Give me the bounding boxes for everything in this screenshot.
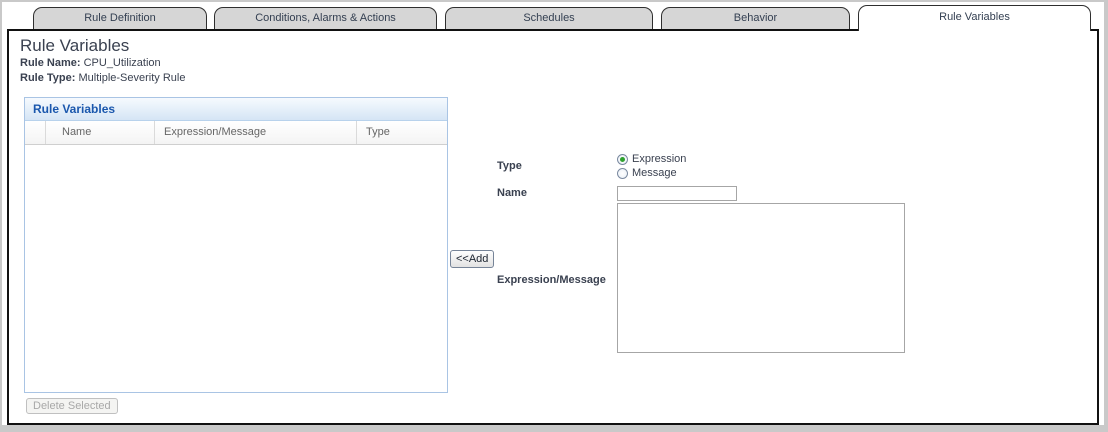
add-button[interactable]: <<Add	[450, 250, 495, 268]
expression-message-textarea[interactable]	[617, 203, 905, 353]
radio-option-message[interactable]: Message	[617, 166, 686, 180]
radio-expression-label: Expression	[632, 153, 687, 165]
rule-type-value: Multiple-Severity Rule	[78, 72, 186, 84]
name-input[interactable]	[617, 186, 737, 201]
column-header-name[interactable]: Name	[46, 121, 155, 144]
rule-type-line: Rule Type: Multiple-Severity Rule	[20, 72, 185, 84]
radio-option-expression[interactable]: Expression	[617, 152, 686, 166]
variables-grid-header: Name Expression/Message Type	[25, 121, 447, 145]
tab-conditions-alarms-actions[interactable]: Conditions, Alarms & Actions	[214, 7, 437, 29]
radio-message-icon[interactable]	[617, 167, 628, 179]
page-title: Rule Variables	[20, 36, 130, 55]
delete-selected-button[interactable]: Delete Selected	[26, 398, 118, 414]
rule-name-label: Rule Name:	[20, 57, 81, 69]
rule-variables-panel: Rule Variables Name Expression/Message T…	[24, 97, 448, 393]
rule-type-label: Rule Type:	[20, 72, 76, 84]
tab-schedules[interactable]: Schedules	[445, 7, 653, 29]
expression-message-label: Expression/Message	[497, 274, 606, 286]
type-radio-group: Expression Message	[617, 152, 686, 180]
column-header-type[interactable]: Type	[366, 126, 390, 138]
type-label: Type	[497, 160, 522, 172]
page-window: Rule Definition Conditions, Alarms & Act…	[2, 2, 1104, 425]
tab-rule-variables[interactable]: Rule Variables	[858, 5, 1091, 31]
tab-rule-definition[interactable]: Rule Definition	[33, 7, 207, 29]
rule-name-line: Rule Name: CPU_Utilization	[20, 57, 161, 69]
column-header-expression-message[interactable]: Expression/Message	[155, 121, 357, 144]
name-label: Name	[497, 187, 527, 199]
tab-behavior[interactable]: Behavior	[661, 7, 850, 29]
column-header-selector	[25, 121, 46, 144]
radio-expression-icon[interactable]	[617, 153, 628, 165]
radio-message-label: Message	[632, 167, 677, 179]
rule-variables-panel-title: Rule Variables	[25, 98, 447, 121]
tab-content-panel: Rule Variables Rule Name: CPU_Utilizatio…	[7, 29, 1099, 425]
rule-name-value: CPU_Utilization	[83, 57, 161, 69]
